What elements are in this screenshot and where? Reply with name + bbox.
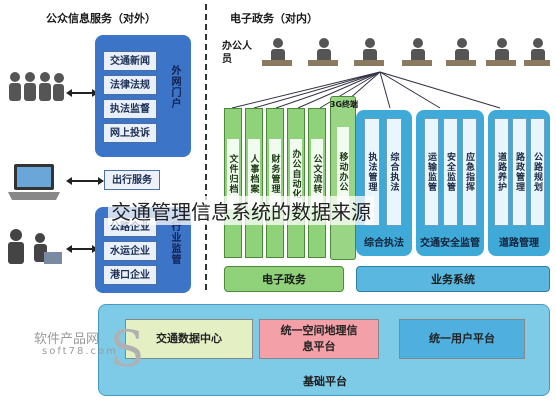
platform-user[interactable]: 统一用户平台 (399, 319, 525, 359)
public-item-complaint[interactable]: 网上投诉 (103, 123, 157, 143)
office-staff-label: 办公人员 (222, 41, 252, 65)
enterprise-item-waterway[interactable]: 水运企业 (103, 241, 157, 261)
g3-mobile-office[interactable]: 移动办公 (337, 127, 349, 217)
svg-text:S: S (110, 320, 144, 378)
egov-col-personnel: 人事档案 (245, 108, 263, 258)
biz-safety-title: 交通安全监管 (420, 238, 480, 249)
egov-col-finance: 财务管理 (266, 108, 284, 258)
biz-road-title: 道路管理 (499, 238, 539, 249)
egov-col-archive-label[interactable]: 文件归档 (227, 139, 239, 209)
public-service-header: 公众信息服务（对外） (46, 12, 156, 25)
biz-enforcement-col-2[interactable]: 综合执法 (386, 118, 402, 226)
overlay-title: 交通管理信息系统的数据来源 (108, 196, 374, 225)
g3-terminal-box: 3G终端 移动办公 (329, 96, 359, 260)
watermark-logo: S (104, 318, 154, 378)
biz-safety-col-2[interactable]: 安全监管 (443, 118, 458, 226)
public-portal-panel: 交通新闻 法律法规 执法监督 网上投诉 外网门户 (95, 35, 191, 157)
platform-data-center[interactable]: 交通数据中心 (125, 319, 253, 359)
office-staff-icon (262, 36, 552, 70)
biz-safety-col-3[interactable]: 应急指挥 (462, 118, 477, 226)
public-item-laws[interactable]: 法律法规 (103, 75, 157, 95)
base-platform-panel: 交通数据中心 统一空间地理信息平台 统一用户平台 基础平台 (98, 304, 550, 396)
enterprise-panel-label: 行业监管 (169, 221, 180, 265)
egov-col-personnel-label[interactable]: 人事档案 (248, 139, 260, 209)
egov-col-archive: 文件归档 (224, 108, 242, 258)
section-divider (205, 4, 207, 290)
enterprise-users-icon (4, 228, 64, 268)
biz-enforcement-title: 综合执法 (364, 238, 404, 249)
public-users-arrow (66, 89, 98, 97)
egov-col-doc: 公文流转 (308, 108, 326, 258)
base-platform-label: 基础平台 (303, 375, 347, 388)
platform-gis[interactable]: 统一空间地理信息平台 (259, 319, 379, 359)
laptop-icon (6, 162, 62, 202)
staff-connector-lines (220, 70, 550, 110)
public-users-icon (6, 70, 66, 104)
business-bar[interactable]: 业务系统 (356, 266, 550, 292)
egov-col-finance-label[interactable]: 财务管理 (269, 139, 281, 209)
egov-col-doc-label[interactable]: 公文流转 (311, 139, 323, 209)
biz-enforcement-panel: 执法管理 综合执法 综合执法 (356, 110, 412, 256)
travel-service-box[interactable]: 出行服务 (104, 170, 160, 190)
biz-safety-panel: 运输监管 安全监管 应急指挥 交通安全监管 (416, 110, 484, 256)
biz-road-col-1[interactable]: 道路养护 (494, 118, 509, 226)
egov-columns-group: 文件归档 人事档案 财务管理 办公自动化 公文流转 (224, 108, 328, 258)
biz-road-col-2[interactable]: 路政管理 (512, 118, 527, 226)
enterprise-item-port[interactable]: 港口企业 (103, 265, 157, 285)
public-item-news[interactable]: 交通新闻 (103, 51, 157, 71)
egov-col-oa-label[interactable]: 办公自动化 (290, 139, 302, 209)
enterprise-arrow (66, 245, 98, 253)
watermark-site: 软件产品网 (34, 332, 100, 347)
travel-arrow (66, 177, 104, 185)
biz-road-col-3[interactable]: 公路规划 (530, 118, 545, 226)
biz-safety-col-1[interactable]: 运输监管 (424, 118, 439, 226)
public-portal-label: 外网门户 (169, 65, 180, 109)
egov-bar[interactable]: 电子政务 (224, 266, 344, 292)
watermark-url: soft78.com (42, 346, 118, 357)
biz-road-panel: 道路养护 路政管理 公路规划 道路管理 (488, 110, 550, 256)
egov-col-oa: 办公自动化 (287, 108, 305, 258)
public-item-enforcement[interactable]: 执法监督 (103, 99, 157, 119)
egov-header: 电子政务（对内） (230, 12, 318, 25)
g3-terminal-label: 3G终端 (329, 100, 359, 109)
